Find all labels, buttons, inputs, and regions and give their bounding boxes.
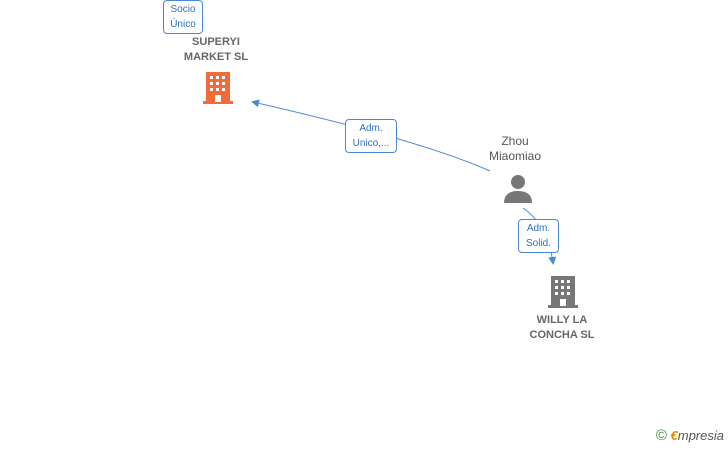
- node-label-superyi[interactable]: SUPERYI MARKET SL: [166, 35, 266, 65]
- node-name-line-1: Zhou: [501, 134, 529, 148]
- edge-label-line-2: Único: [170, 19, 196, 30]
- node-name-line-1: SUPERYI: [192, 36, 240, 48]
- edge-label-line-1: Socio: [170, 4, 196, 15]
- edge-label-adm-unico[interactable]: Adm. Unico,...: [345, 119, 397, 153]
- node-name-line-1: WILLY LA: [536, 314, 588, 326]
- empresia-logo: © €mpresia: [656, 427, 724, 444]
- brand-name: mpresia: [677, 428, 724, 443]
- edge-label-adm-solid[interactable]: Adm. Solid.: [518, 219, 559, 253]
- node-label-willy[interactable]: WILLY LA CONCHA SL: [512, 313, 612, 343]
- building-icon[interactable]: [548, 274, 578, 308]
- edge-label-line-2: Solid.: [525, 238, 551, 249]
- edge-label-line-1: Adm.: [526, 223, 551, 234]
- person-icon[interactable]: [503, 173, 533, 203]
- copyright-symbol: ©: [655, 427, 667, 444]
- edge-label-line-1: Adm.: [359, 123, 383, 134]
- building-icon[interactable]: [203, 70, 233, 104]
- edge-label-line-2: Unico,...: [352, 138, 390, 149]
- brand-e-glyph: €: [670, 428, 678, 443]
- node-name-line-2: CONCHA SL: [529, 329, 595, 341]
- edge-label-socio-unico[interactable]: Socio Único: [163, 0, 203, 34]
- node-name-line-2: MARKET SL: [183, 51, 249, 63]
- node-name-line-2: Miaomiao: [488, 149, 542, 163]
- node-label-zhou[interactable]: Zhou Miaomiao: [475, 134, 555, 164]
